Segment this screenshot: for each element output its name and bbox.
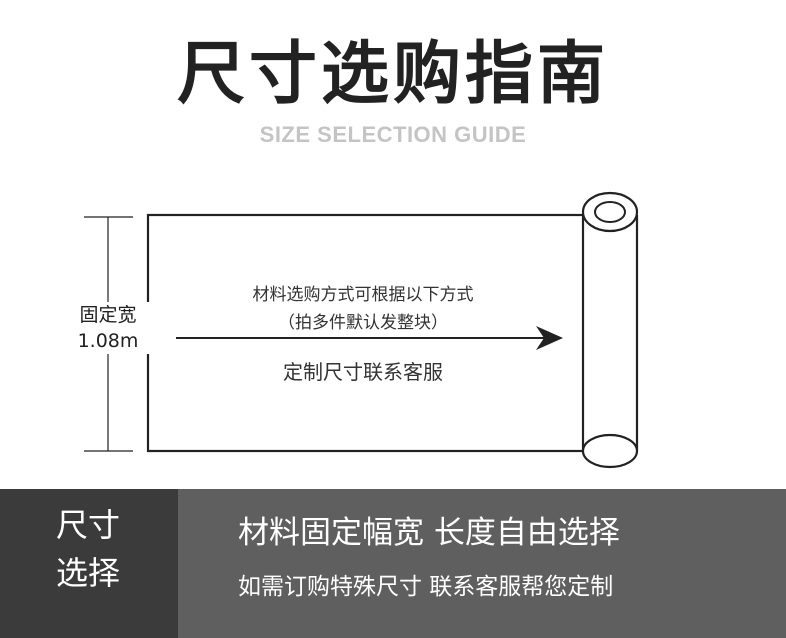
- roll-body: [583, 215, 637, 451]
- multi-piece-note: （拍多件默认发整块）: [278, 313, 448, 333]
- roll-bottom-end: [581, 433, 639, 469]
- roll-core: [594, 201, 626, 223]
- fixed-width-value: 1.08m: [77, 330, 139, 352]
- custom-order-subline: 如需订购特殊尺寸 联系客服帮您定制: [238, 574, 614, 600]
- roll-diagram: [84, 191, 639, 469]
- fixed-width-text: 固定宽: [79, 304, 137, 326]
- size-selection-line2: 选择: [56, 554, 121, 592]
- custom-size-text: 定制尺寸联系客服: [283, 360, 443, 384]
- size-selection-line1: 尺寸: [56, 506, 121, 544]
- size-selection-info: 材料固定幅宽 长度自由选择 如需订购特殊尺寸 联系客服帮您定制: [178, 489, 786, 638]
- fixed-width-headline: 材料固定幅宽 长度自由选择: [238, 515, 620, 551]
- size-selection-label: 尺寸 选择: [0, 489, 178, 638]
- direction-arrow-head: [536, 326, 563, 350]
- fixed-width-label: 固定宽 1.08m: [62, 302, 154, 354]
- page-subtitle: SIZE SELECTION GUIDE: [259, 122, 527, 147]
- page-title: 尺寸选购指南: [176, 35, 609, 114]
- purchase-method-text: 材料选购方式可根据以下方式: [252, 285, 474, 305]
- material-sheet: [146, 213, 594, 453]
